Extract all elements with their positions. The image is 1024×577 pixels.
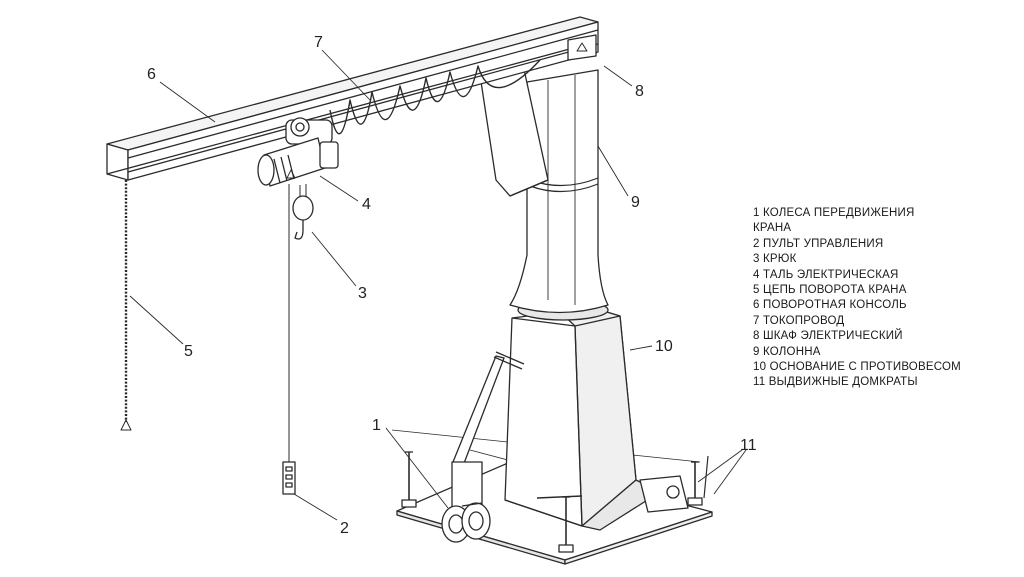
legend: 1 КОЛЕСА ПЕРЕДВИЖЕНИЯ КРАНА 2 ПУЛЬТ УПРА… — [753, 206, 961, 391]
legend-item-10: 10 ОСНОВАНИЕ С ПРОТИВОВЕСОМ — [753, 360, 961, 375]
callout-2: 2 — [340, 520, 349, 537]
legend-text: ВЫДВИЖНЫЕ ДОМКРАТЫ — [768, 376, 918, 389]
callout-5: 5 — [184, 343, 193, 360]
legend-item-3: 3 КРЮК — [753, 252, 961, 267]
legend-number: 10 — [753, 361, 767, 374]
callout-7: 7 — [314, 34, 323, 51]
legend-item-1: 1 КОЛЕСА ПЕРЕДВИЖЕНИЯ КРАНА — [753, 206, 961, 237]
legend-text: ОСНОВАНИЕ С ПРОТИВОВЕСОМ — [769, 361, 961, 374]
legend-number: 9 — [753, 345, 760, 358]
callout-8: 8 — [635, 83, 644, 100]
callout-11: 11 — [740, 437, 757, 454]
legend-text: КОЛЕСА ПЕРЕДВИЖЕНИЯ — [763, 207, 915, 219]
legend-item-9: 9 КОЛОННА — [753, 345, 961, 360]
callout-10: 10 — [655, 338, 673, 355]
electrical-cabinet — [567, 34, 597, 61]
legend-number: 6 — [753, 299, 760, 312]
counterweight-base — [504, 309, 661, 531]
legend-text-continued: КРАНА — [753, 222, 792, 235]
travel-wheels — [441, 461, 491, 543]
legend-text: КОЛОННА — [763, 345, 821, 358]
hook — [292, 184, 314, 240]
legend-item-8: 8 ШКАФ ЭЛЕКТРИЧЕСКИЙ — [753, 329, 961, 344]
retractable-jacks — [401, 451, 709, 553]
legend-number: 11 — [753, 376, 766, 389]
legend-item-11: 11 ВЫДВИЖНЫЕ ДОМКРАТЫ — [753, 375, 961, 390]
legend-item-7: 7 ТОКОПРОВОД — [753, 314, 961, 329]
legend-item-4: 4 ТАЛЬ ЭЛЕКТРИЧЕСКАЯ — [753, 268, 961, 283]
callout-3: 3 — [358, 285, 367, 302]
side-wheel-block — [639, 475, 689, 513]
legend-number: 4 — [753, 268, 760, 281]
legend-text: КРЮК — [763, 253, 797, 266]
legend-item-2: 2 ПУЛЬТ УПРАВЛЕНИЯ — [753, 237, 961, 252]
callout-4: 4 — [362, 196, 371, 213]
legend-text: ЦЕПЬ ПОВОРОТА КРАНА — [763, 284, 907, 297]
legend-item-5: 5 ЦЕПЬ ПОВОРОТА КРАНА — [753, 283, 961, 298]
legend-item-6: 6 ПОВОРОТНАЯ КОНСОЛЬ — [753, 298, 961, 313]
callout-1: 1 — [372, 417, 381, 434]
callout-9: 9 — [631, 194, 640, 211]
festoon-cable — [329, 59, 541, 135]
legend-number: 8 — [753, 330, 760, 343]
electric-hoist — [257, 117, 339, 187]
legend-text: ШКАФ ЭЛЕКТРИЧЕСКИЙ — [763, 330, 903, 343]
legend-number: 2 — [753, 237, 760, 250]
control-pendant — [282, 461, 296, 495]
legend-number: 7 — [753, 314, 760, 327]
legend-text: ПОВОРОТНАЯ КОНСОЛЬ — [763, 299, 907, 312]
leader-lines — [129, 49, 747, 521]
legend-number: 3 — [753, 253, 760, 266]
legend-text: ТОКОПРОВОД — [763, 314, 845, 327]
legend-number: 5 — [753, 284, 760, 297]
jib-beam — [106, 16, 599, 181]
legend-number: 1 — [753, 207, 760, 219]
legend-text: ПУЛЬТ УПРАВЛЕНИЯ — [763, 237, 884, 250]
callout-6: 6 — [147, 66, 156, 83]
legend-text: ТАЛЬ ЭЛЕКТРИЧЕСКАЯ — [763, 268, 899, 281]
